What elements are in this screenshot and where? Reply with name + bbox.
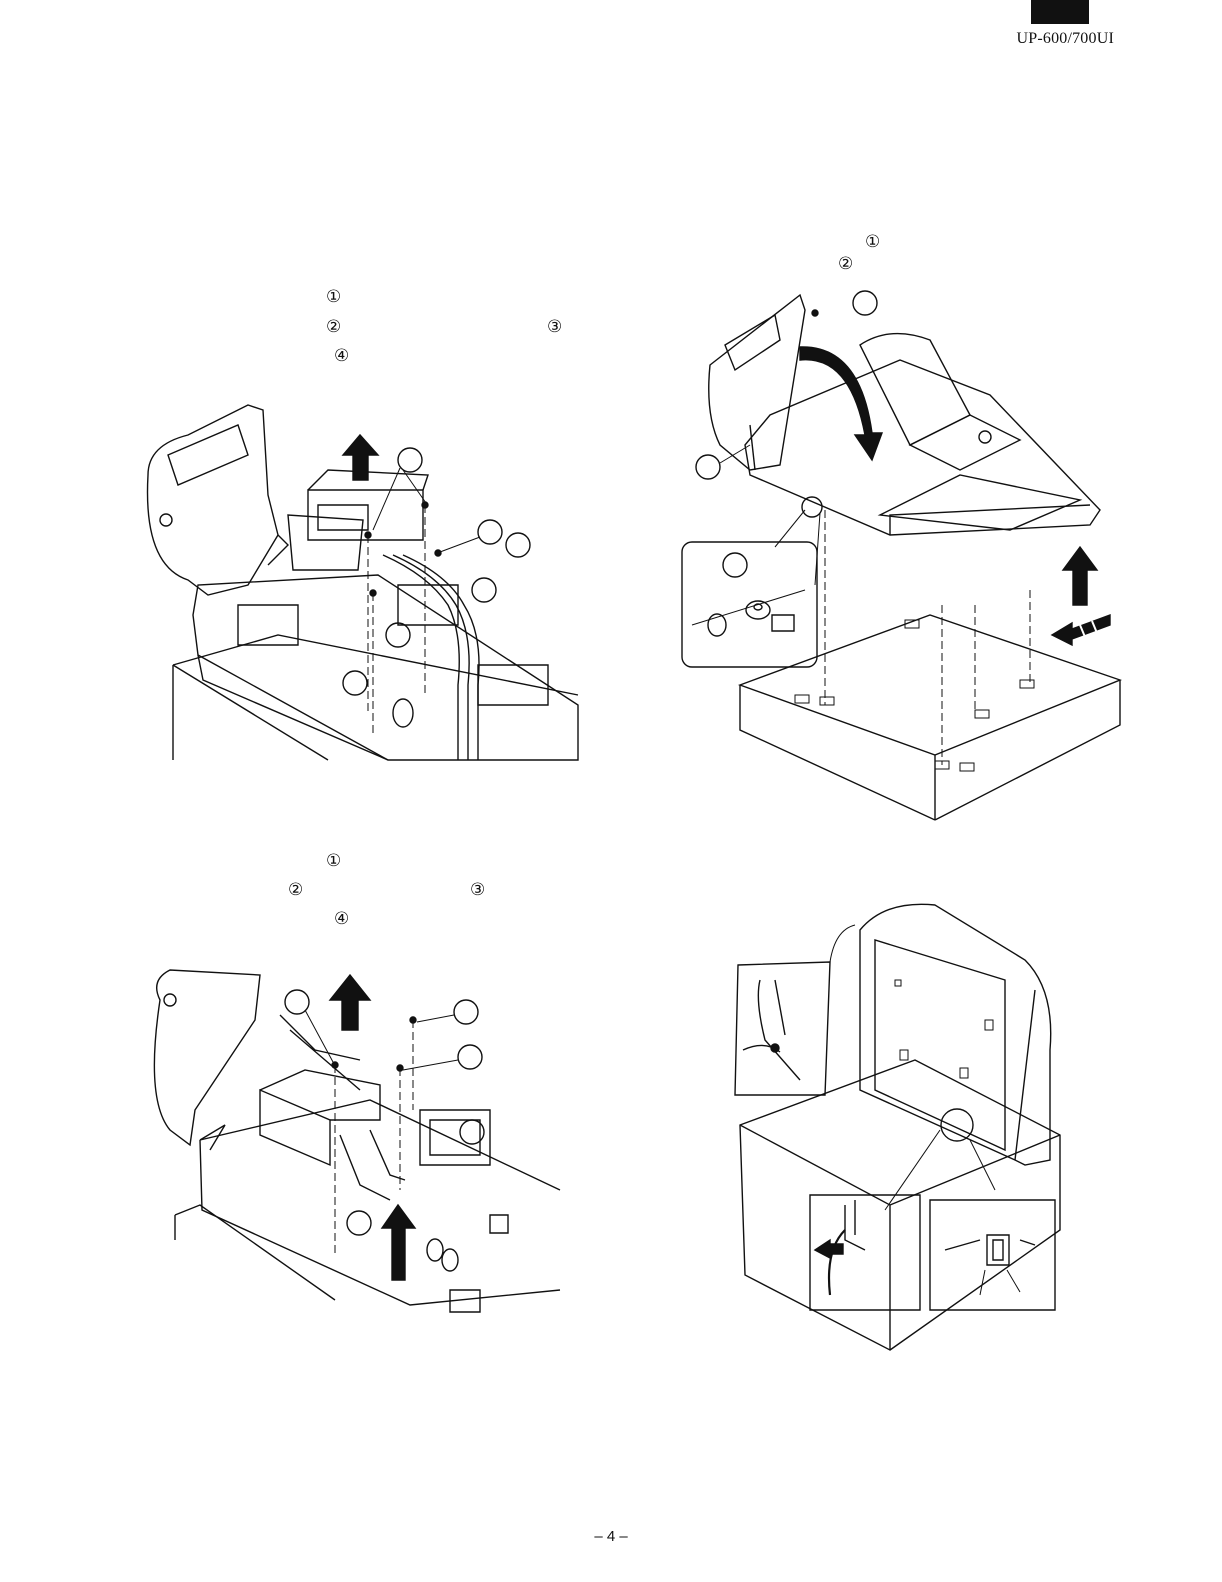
step-marker-4: ④	[334, 348, 349, 365]
step-marker-1: ①	[865, 234, 880, 251]
page-number: – 4 –	[0, 1528, 1222, 1545]
step-marker-4: ④	[334, 911, 349, 928]
connector-detail-illustration	[735, 900, 1065, 1350]
model-number: UP-600/700UI	[1016, 30, 1114, 48]
printer-removal-illustration	[128, 395, 578, 765]
step-marker-3: ③	[470, 882, 485, 899]
header-tab	[1031, 0, 1089, 24]
step-marker-2: ②	[326, 319, 341, 336]
step-marker-2: ②	[288, 882, 303, 899]
step-marker-3: ③	[547, 319, 562, 336]
step-marker-1: ①	[326, 853, 341, 870]
step-marker-2: ②	[838, 256, 853, 273]
step-marker-1: ①	[326, 289, 341, 306]
cabinet-removal-illustration	[680, 285, 1120, 820]
printer-unit-detail-illustration	[130, 960, 560, 1340]
